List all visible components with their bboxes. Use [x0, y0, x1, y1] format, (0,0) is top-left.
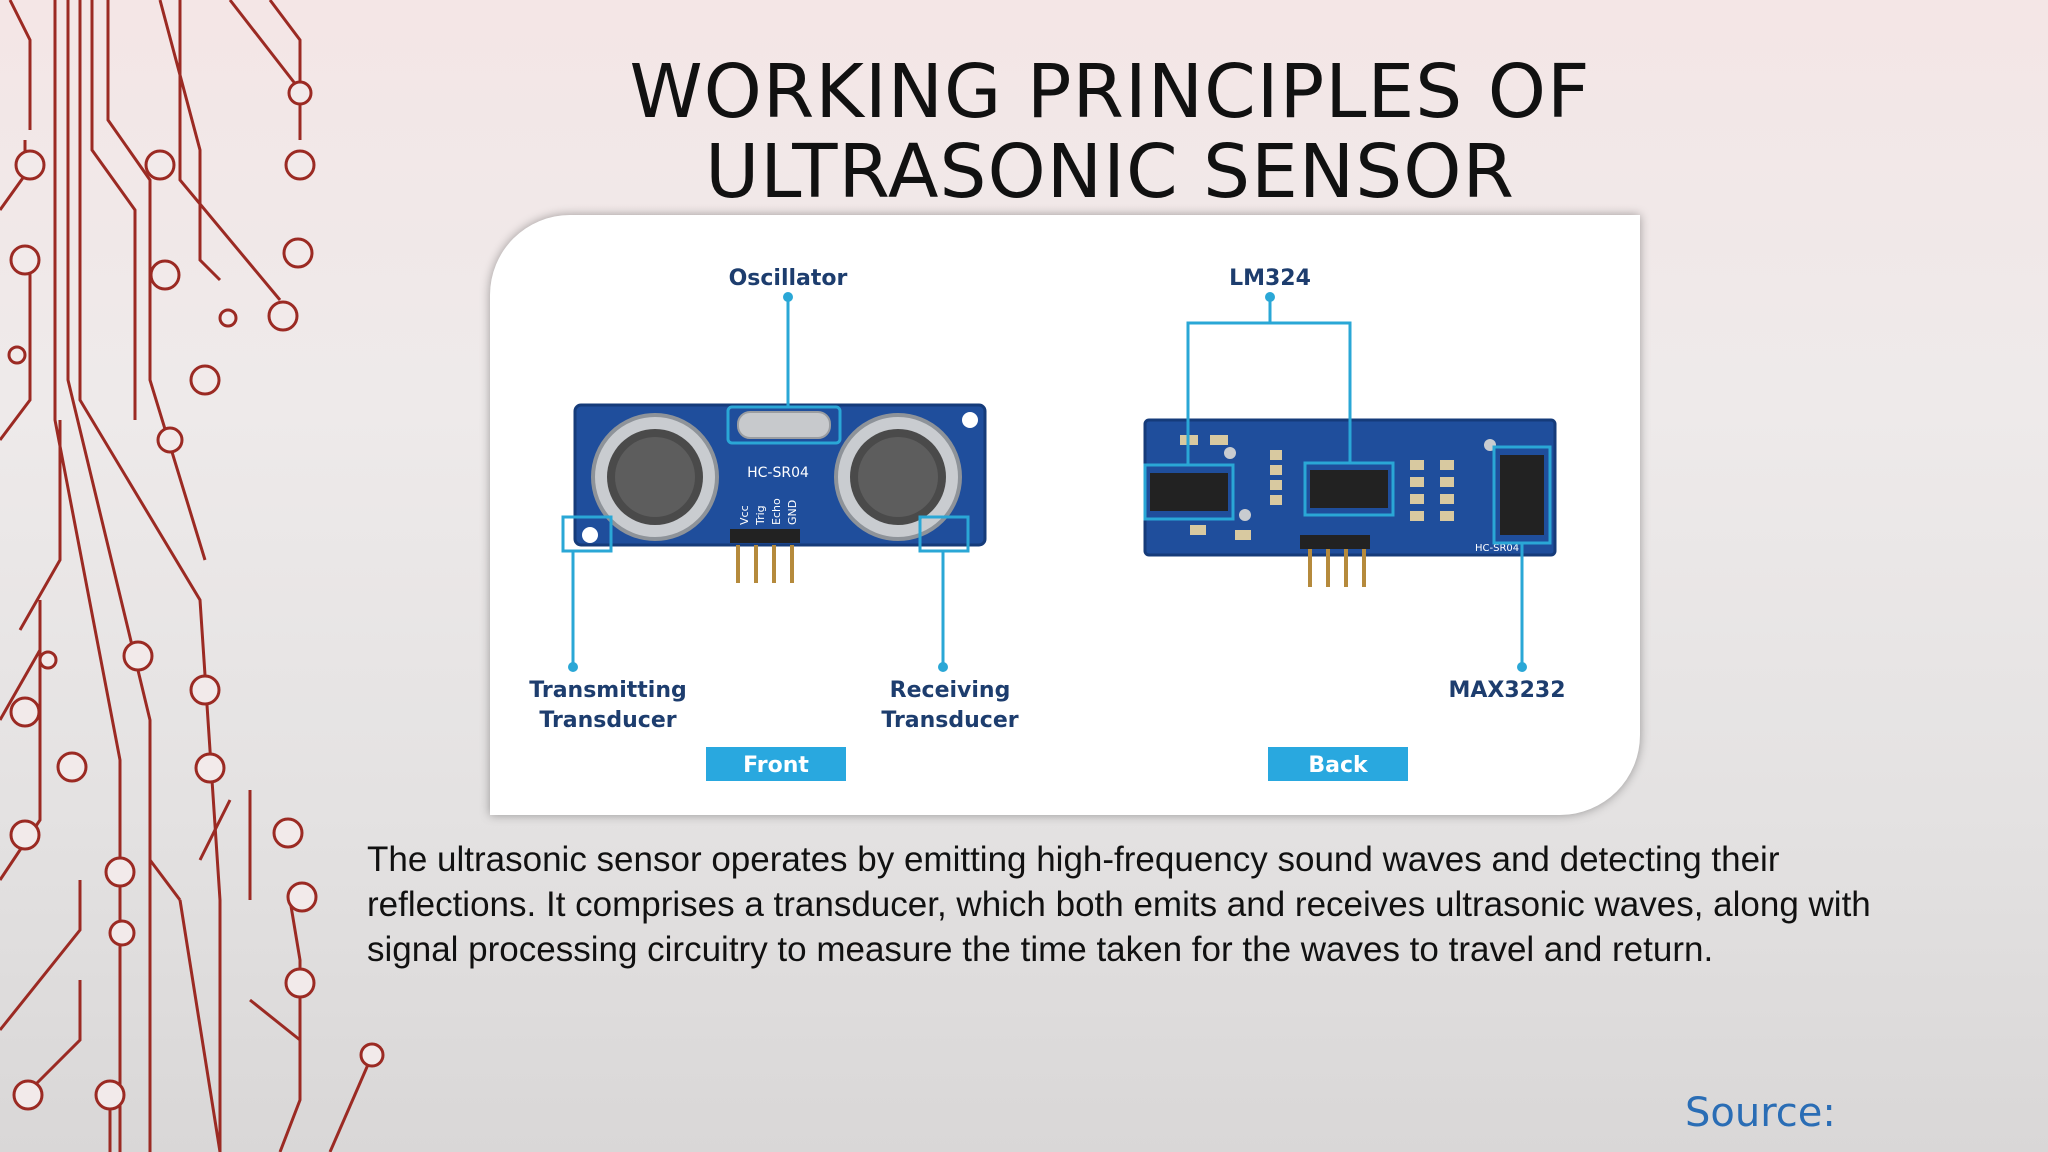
front-badge-label: Front [743, 753, 809, 778]
front-badge [706, 747, 846, 781]
max3232-label: MAX3232 [1448, 678, 1565, 703]
pin-label-gnd: GND [786, 500, 799, 525]
receiving-transducer-label-1: Receiving [890, 678, 1011, 703]
transmitting-transducer-label-1: Transmitting [529, 678, 687, 703]
lm324-label: LM324 [1229, 266, 1311, 291]
back-badge-label: Back [1308, 753, 1369, 778]
oscillator-label: Oscillator [729, 266, 848, 291]
sensor-diagram-image: HC-SR04 Vcc Trig Echo GND [490, 215, 1640, 815]
slide-title: WORKING PRINCIPLES OF ULTRASONIC SENSOR [560, 52, 1660, 212]
back-board-label: HC-SR04 [1475, 543, 1519, 554]
slide-title-line-2: ULTRASONIC SENSOR [705, 129, 1515, 215]
pin-label-trig: Trig [754, 505, 767, 526]
pin-label-vcc: Vcc [738, 505, 751, 525]
slide-caption: The ultrasonic sensor operates by emitti… [367, 840, 1871, 969]
receiving-transducer-label-2: Transducer [881, 708, 1018, 733]
back-badge [1268, 747, 1408, 781]
front-board: HC-SR04 Vcc Trig Echo GND [573, 403, 987, 583]
pin-label-echo: Echo [770, 498, 783, 525]
transmitting-transducer-label-2: Transducer [539, 708, 676, 733]
source-link[interactable]: Source: [1685, 1090, 1836, 1136]
front-board-label: HC-SR04 [747, 465, 809, 481]
slide-title-line-1: WORKING PRINCIPLES OF [629, 49, 1591, 135]
circuit-trace-decoration [0, 0, 385, 1152]
